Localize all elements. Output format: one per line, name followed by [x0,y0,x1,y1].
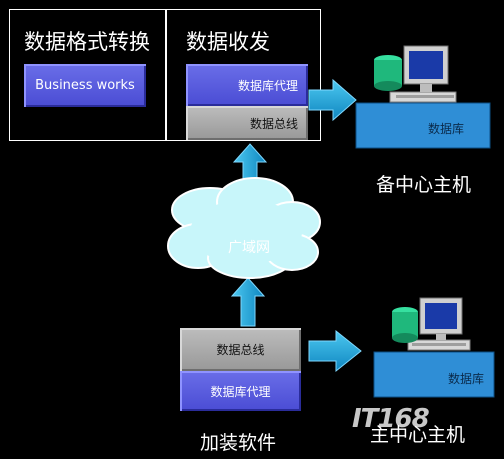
right-panel-title: 数据收发 [186,30,270,54]
business-works-block: Business works [24,64,146,107]
top-proxy-label: 数据库代理 [237,78,298,93]
top-proxy-block: 数据库代理 [186,64,308,106]
backup-db-label: 数据库 [428,122,465,136]
bottom-bus-label: 数据总线 [216,343,265,357]
watermark-text: IT168 [352,404,430,434]
main-machine [373,297,495,398]
arrow-up-bottom [230,277,266,327]
bottom-proxy-block: 数据库代理 [180,371,301,411]
main-center-caption: 主中心主机 [370,424,466,446]
business-works-label: Business works [35,78,135,93]
arrow-to-backup [308,78,357,122]
top-bus-label: 数据总线 [249,116,298,131]
bottom-stack-caption: 加装软件 [200,432,277,454]
bottom-proxy-label: 数据库代理 [210,384,271,399]
main-db-label: 数据库 [448,372,485,386]
frame-divider [165,9,167,141]
watermark-logo: IT168 [352,404,430,434]
arrow-to-main [308,329,362,373]
wan-label: 广域网 [228,240,270,256]
left-panel-title: 数据格式转换 [24,30,150,54]
backup-machine [355,45,491,149]
top-bus-block: 数据总线 [186,106,308,140]
backup-center-caption: 备中心主机 [376,174,472,196]
bottom-bus-block: 数据总线 [180,328,301,371]
wan-cloud [167,177,321,279]
